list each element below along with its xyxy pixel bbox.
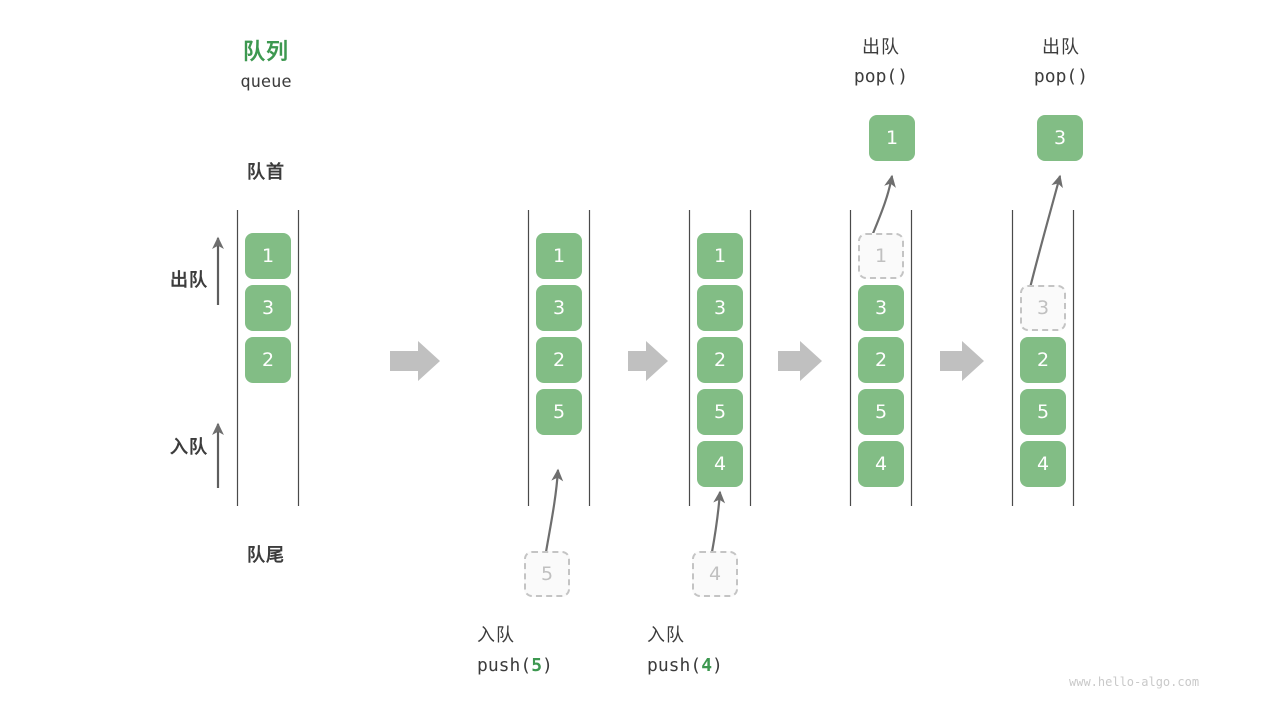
pop-3-op-label: 出队	[1042, 37, 1080, 57]
queue-cell: 3	[245, 285, 291, 331]
push-4-op-code: push(4)	[647, 655, 827, 676]
queue-cell-ghost: 1	[858, 233, 904, 279]
queue-cell: 1	[245, 233, 291, 279]
queue-cell-ghost: 3	[1020, 285, 1066, 331]
queue-cell: 2	[245, 337, 291, 383]
queue-cell: 3	[536, 285, 582, 331]
queue-cell: 5	[1020, 389, 1066, 435]
page-title: 队列	[242, 39, 289, 64]
queue-cell: 2	[858, 337, 904, 383]
push-4-code-prefix: push(	[647, 655, 702, 676]
incoming-ghost-cell: 4	[692, 551, 738, 597]
queue-cell: 2	[536, 337, 582, 383]
queue-cell: 5	[858, 389, 904, 435]
push-4-op-label: 入队	[647, 625, 685, 645]
queue-rails-after-push-4	[688, 210, 752, 506]
popped-cell: 3	[1037, 115, 1083, 161]
push-5-op-label: 入队	[477, 625, 515, 645]
queue-cell: 3	[858, 285, 904, 331]
queue-cell: 2	[1020, 337, 1066, 383]
queue-rails-initial	[236, 210, 300, 506]
queue-cell: 3	[697, 285, 743, 331]
push-5-code-suffix: )	[542, 655, 553, 676]
queue-cell: 5	[697, 389, 743, 435]
queue-rails-after-pop-3	[1011, 210, 1075, 506]
queue-tail-label: 队尾	[247, 545, 285, 565]
enqueue-label: 入队	[170, 437, 208, 457]
queue-cell: 4	[697, 441, 743, 487]
dequeue-label: 出队	[170, 270, 208, 290]
pop-1-op-code: pop()	[853, 66, 909, 87]
queue-cell: 1	[536, 233, 582, 279]
queue-rails-after-push-5	[527, 210, 591, 506]
pop-3-op-code: pop()	[1033, 66, 1089, 87]
queue-rails-after-pop-1	[849, 210, 913, 506]
incoming-ghost-cell: 5	[524, 551, 570, 597]
push-5-code-prefix: push(	[477, 655, 532, 676]
push-5-code-value: 5	[531, 655, 543, 676]
step-arrow-4	[940, 341, 984, 381]
queue-cell: 5	[536, 389, 582, 435]
push-4-code-suffix: )	[712, 655, 723, 676]
queue-cell: 4	[858, 441, 904, 487]
step-arrow-1	[390, 341, 440, 381]
queue-cell: 4	[1020, 441, 1066, 487]
pop-1-arrow	[870, 174, 896, 237]
page-subtitle: queue	[240, 72, 292, 92]
push-4-code-value: 4	[701, 655, 713, 676]
push-5-arrow	[544, 468, 564, 553]
queue-head-label: 队首	[247, 162, 285, 182]
pop-3-arrow	[1028, 174, 1063, 289]
push-5-op-code: push(5)	[477, 655, 657, 676]
step-arrow-3	[778, 341, 822, 381]
push-4-arrow	[710, 490, 726, 553]
step-arrow-2	[628, 341, 668, 381]
queue-cell: 1	[697, 233, 743, 279]
watermark: www.hello-algo.com	[1069, 675, 1200, 689]
pop-1-op-label: 出队	[862, 37, 900, 57]
popped-cell: 1	[869, 115, 915, 161]
queue-cell: 2	[697, 337, 743, 383]
